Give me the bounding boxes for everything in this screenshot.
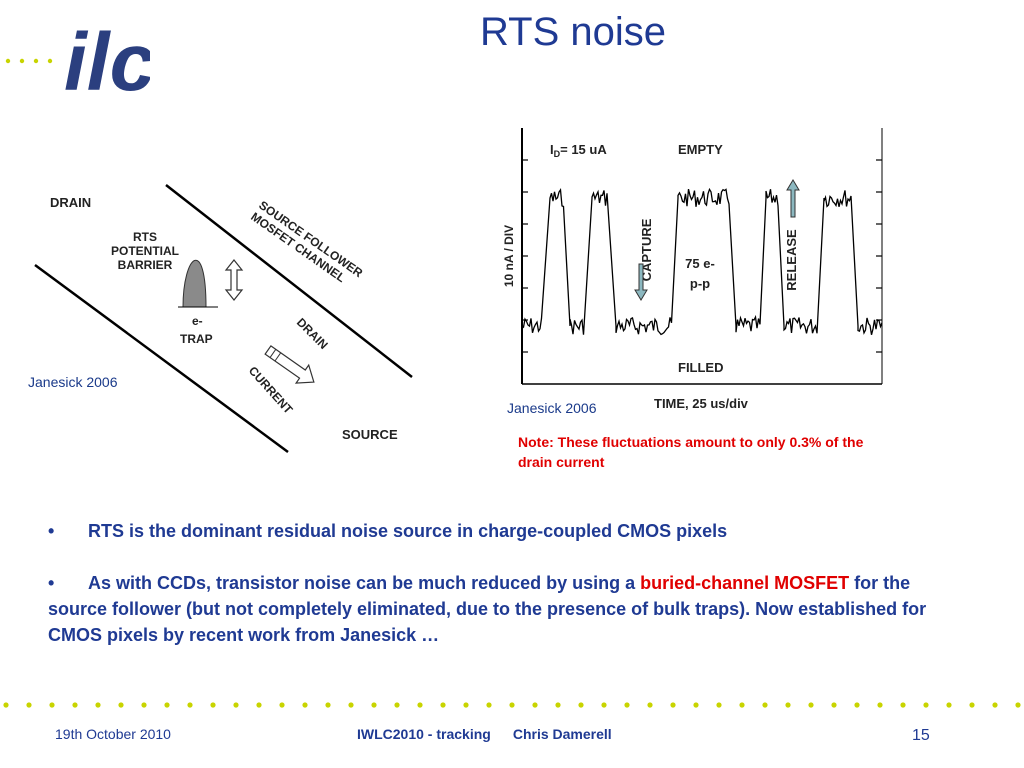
footer-dot: [49, 702, 55, 708]
filled-label: FILLED: [678, 360, 724, 375]
footer-author: Chris Damerell: [512, 726, 612, 742]
footer-dot: [762, 702, 768, 708]
logo-dots-decor: [5, 58, 53, 64]
footer-dot: [716, 702, 722, 708]
right-figure-credit: Janesick 2006: [507, 400, 597, 416]
footer-dot: [72, 702, 78, 708]
bullet-2-text-post: for the source follower (but not complet…: [48, 573, 927, 645]
page-number: 15: [912, 727, 930, 744]
footer-dot: [923, 702, 929, 708]
footer-dot: [785, 702, 791, 708]
left-figure-credit: Janesick 2006: [28, 374, 118, 390]
slide-title: RTS noise: [480, 10, 667, 54]
x-axis-label: TIME, 25 us/div: [654, 396, 749, 411]
footer-dot: [969, 702, 975, 708]
drain-current-label-1: DRAIN: [294, 315, 331, 352]
drain-current-arrow-icon: [264, 345, 315, 384]
release-label: RELEASE: [784, 229, 799, 291]
footer-dot: [854, 702, 860, 708]
footer-dot: [210, 702, 216, 708]
footer-dot: [302, 702, 308, 708]
footer-dot: [417, 702, 423, 708]
footer-dot: [831, 702, 837, 708]
footer-event: IWLC2010 - tracking: [357, 726, 491, 742]
noise-trace: [521, 187, 883, 336]
drain-label: DRAIN: [50, 195, 91, 210]
bullet-marker: •: [48, 573, 55, 593]
footer-dot: [394, 702, 400, 708]
footer-dot: [486, 702, 492, 708]
ilc-logo: ilc: [0, 10, 155, 108]
logo-text: ilc: [64, 17, 150, 100]
footer-dot: [670, 702, 676, 708]
footer-event-author: IWLC2010 - tracking Chris Damerell: [357, 726, 612, 742]
footer-dot: [601, 702, 607, 708]
bullet-2-highlight: buried-channel MOSFET: [640, 573, 850, 593]
bullet-rts-dominant: • RTS is the dominant residual noise sour…: [48, 518, 948, 544]
rts-label-2: POTENTIAL: [111, 244, 179, 258]
footer-dot: [578, 702, 584, 708]
empty-label: EMPTY: [678, 142, 723, 157]
footer-dot: [348, 702, 354, 708]
footer-dot: [1015, 702, 1021, 708]
footer-dot: [946, 702, 952, 708]
footer-dot: [992, 702, 998, 708]
trap-label: TRAP: [180, 332, 213, 346]
footer-dot: [164, 702, 170, 708]
footer-dot: [233, 702, 239, 708]
e-minus-label: e-: [192, 314, 203, 328]
footer-dot: [739, 702, 745, 708]
rts-label-1: RTS: [133, 230, 157, 244]
footer-dot: [256, 702, 262, 708]
bullet-buried-channel: • As with CCDs, transistor noise can be m…: [48, 570, 928, 648]
footer-dot: [509, 702, 515, 708]
footer-dots-decor: [0, 698, 1024, 717]
footer-dot: [141, 702, 147, 708]
mosfet-diagram: DRAIN RTS POTENTIAL BARRIER e- TRAP SOUR…: [20, 175, 420, 460]
footer-dot: [532, 702, 538, 708]
bullet-2-text-pre: As with CCDs, transistor noise can be mu…: [88, 573, 641, 593]
footer-date: 19th October 2010: [55, 726, 171, 742]
footer-dot: [26, 702, 32, 708]
y-axis-label: 10 nA / DIV: [502, 225, 516, 287]
footer-dot: [325, 702, 331, 708]
footer-dot: [187, 702, 193, 708]
footer-dot: [877, 702, 883, 708]
id-label: ID= 15 uA: [550, 142, 607, 159]
footer-dot: [808, 702, 814, 708]
footer-dot: [647, 702, 653, 708]
rts-label-3: BARRIER: [118, 258, 173, 272]
footer-dot: [118, 702, 124, 708]
footer-dot: [555, 702, 561, 708]
potential-barrier-shape: [182, 259, 207, 308]
capture-arrow-icon: [634, 263, 648, 301]
footer-dot: [440, 702, 446, 708]
pp-label-1: 75 e-: [685, 256, 715, 271]
footer-dot: [900, 702, 906, 708]
bullet-1-text: RTS is the dominant residual noise sourc…: [88, 521, 728, 541]
footer-dot: [95, 702, 101, 708]
pp-label-2: p-p: [690, 276, 710, 291]
footer-dot: [279, 702, 285, 708]
footer-dot: [693, 702, 699, 708]
rts-scope-trace: ID= 15 uA EMPTY CAPTURE RELEASE 75 e- p-…: [498, 120, 888, 425]
source-label: SOURCE: [342, 427, 398, 442]
footer-dot: [371, 702, 377, 708]
footer-dot: [3, 702, 9, 708]
bullet-marker: •: [48, 521, 55, 541]
double-arrow-icon: [224, 259, 244, 301]
footer-dot: [463, 702, 469, 708]
fluctuation-note: Note: These fluctuations amount to only …: [518, 434, 864, 470]
release-arrow-icon: [786, 179, 800, 218]
footer-dot: [624, 702, 630, 708]
drain-current-label-2: CURRENT: [246, 364, 296, 417]
